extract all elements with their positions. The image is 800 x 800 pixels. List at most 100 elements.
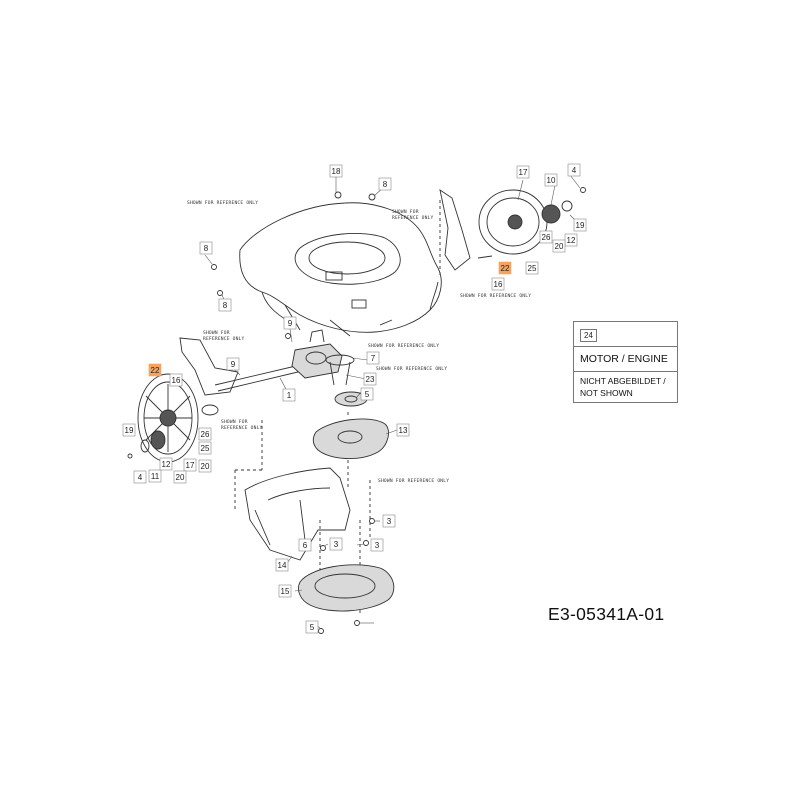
legend-note-line1: NICHT ABGEBILDET / (580, 376, 666, 386)
callout-box (539, 230, 553, 244)
callout-box (183, 458, 197, 472)
callout-box (198, 441, 212, 455)
callout-part-26: 26 (539, 230, 553, 244)
callout-box (544, 173, 558, 187)
reference-note-left-wheel-1: SHOWN FOR (221, 419, 248, 425)
legend-title: MOTOR / ENGINE (574, 347, 677, 372)
callout-part-17: 17 (516, 165, 530, 179)
callout-part-12: 12 (159, 457, 173, 471)
callout-label: 26 (542, 233, 551, 242)
callout-box (573, 218, 587, 232)
callout-part-8: 8 (199, 241, 213, 255)
callout-label: 8 (223, 301, 228, 310)
reference-note-deck: SHOWN FOR REFERENCE ONLY (187, 200, 258, 206)
reference-note-right-bracket-2: REFERENCE ONLY (392, 215, 434, 221)
callout-box (305, 620, 319, 634)
callout-box (159, 457, 173, 471)
cutting-blade (312, 418, 389, 460)
callout-part-5: 5 (360, 387, 374, 401)
callout-part-3: 3 (370, 538, 384, 552)
callout-box (278, 584, 292, 598)
callout-part-9: 9 (283, 316, 297, 330)
callout-box (226, 357, 240, 371)
left-height-bracket (179, 337, 239, 416)
mower-deck (239, 202, 442, 337)
callout-label: 9 (288, 319, 293, 328)
callout-part-15: 15 (278, 584, 292, 598)
callout-part-16: 16 (169, 373, 183, 387)
callout-part-11: 11 (148, 469, 162, 483)
callout-box (552, 239, 566, 253)
callout-label: 23 (366, 375, 375, 384)
callout-part-1: 1 (282, 388, 296, 402)
callout-part-9: 9 (226, 357, 240, 371)
callout-box (133, 470, 147, 484)
callout-label: 6 (303, 541, 308, 550)
callout-box (366, 351, 380, 365)
callout-box (516, 165, 530, 179)
right-height-bracket (439, 189, 493, 271)
callout-label: 16 (494, 280, 503, 289)
callout-part-19: 19 (573, 218, 587, 232)
callout-label: 22 (151, 366, 160, 375)
callout-label: 4 (572, 166, 577, 175)
drawing-code: E3-05341A-01 (548, 604, 665, 624)
callout-part-4: 4 (567, 163, 581, 177)
callout-part-16: 16 (491, 277, 505, 291)
assembly-guides (234, 200, 441, 615)
callout-part-4: 4 (133, 470, 147, 484)
callout-part-12: 12 (564, 233, 578, 247)
callout-part-5: 5 (305, 620, 319, 634)
callout-label: 4 (138, 473, 143, 482)
callout-label: 16 (172, 376, 181, 385)
callout-box (298, 538, 312, 552)
line-art (127, 187, 586, 634)
callout-part-19: 19 (122, 423, 136, 437)
callout-label: 13 (399, 426, 408, 435)
callout-box (282, 388, 296, 402)
callout-label: 19 (125, 426, 134, 435)
callout-label: 20 (176, 473, 185, 482)
drive-belt (325, 354, 355, 386)
callout-part-20: 20 (173, 470, 187, 484)
callout-label: 10 (547, 176, 556, 185)
callout-part-26: 26 (198, 427, 212, 441)
callout-part-3: 3 (329, 537, 343, 551)
drive-axle (214, 329, 343, 392)
reference-note-chute: SHOWN FOR REFERENCE ONLY (378, 478, 449, 484)
callout-part-23: 23 (363, 372, 377, 386)
callout-label: 17 (186, 461, 195, 470)
reference-note-belt: SHOWN FOR REFERENCE ONLY (376, 366, 447, 372)
callout-label: 22 (501, 264, 510, 273)
callout-box (275, 558, 289, 572)
reference-note-left-wheel-2: REFERENCE ONLY (221, 425, 263, 431)
callout-part-7: 7 (366, 351, 380, 365)
reference-note-left-bracket-2: REFERENCE ONLY (203, 336, 245, 342)
reference-notes: SHOWN FOR REFERENCE ONLY SHOWN FOR REFER… (187, 200, 531, 484)
callout-label: 11 (151, 472, 160, 481)
legend-box: 24 MOTOR / ENGINE NICHT ABGEBILDET / NOT… (573, 321, 678, 403)
callout-part-8: 8 (378, 177, 392, 191)
callout-box (567, 163, 581, 177)
reference-note-left-bracket-1: SHOWN FOR (203, 330, 230, 336)
callout-box (382, 514, 396, 528)
callout-part-22: 22 (498, 261, 512, 275)
callout-label: 8 (204, 244, 209, 253)
callout-box (363, 372, 377, 386)
left-wheel-hub (140, 430, 166, 453)
callout-box (525, 261, 539, 275)
callout-box (360, 387, 374, 401)
callout-box (173, 470, 187, 484)
callout-part-3: 3 (382, 514, 396, 528)
callout-box (498, 261, 512, 275)
callout-label: 15 (281, 587, 290, 596)
legend-note-line2: NOT SHOWN (580, 388, 633, 398)
callout-label: 8 (383, 180, 388, 189)
callout-label: 26 (201, 430, 210, 439)
callout-box (198, 427, 212, 441)
callout-box (329, 164, 343, 178)
callout-box (329, 537, 343, 551)
bottom-cover (298, 564, 395, 612)
callout-box (122, 423, 136, 437)
